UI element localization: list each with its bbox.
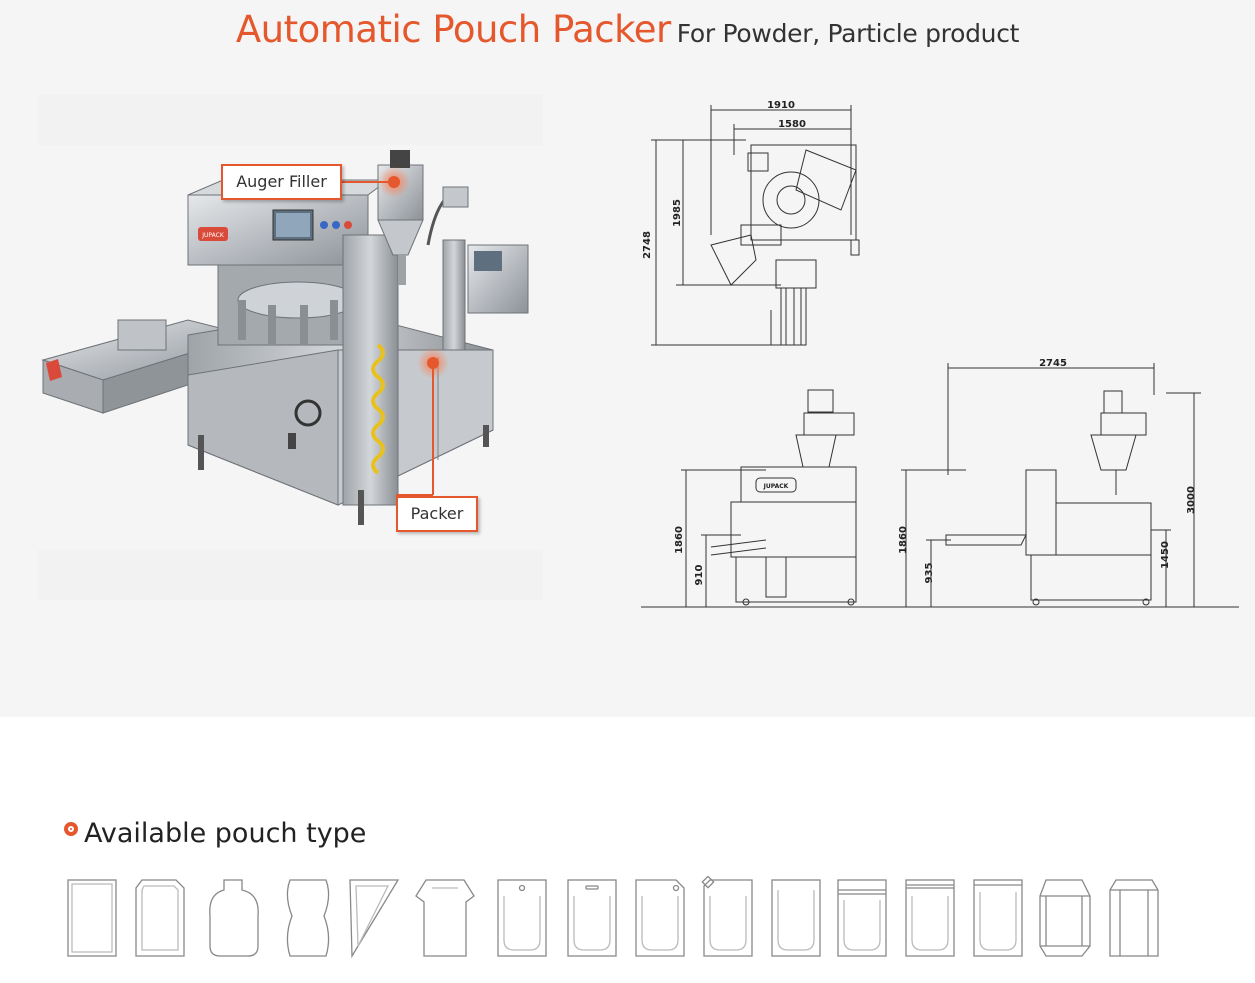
dim-top-depth-outer: 2748 [642,231,653,259]
pouch-hang-corner-icon [635,879,685,957]
pouch-shaped-bottle-icon [209,879,259,957]
dim-front-table: 910 [694,565,705,586]
callout-auger-filler-label: Auger Filler [236,172,327,191]
dim-side-length: 2745 [1039,358,1067,369]
pouch-flat-bottom-box-icon [1109,879,1159,957]
callout-packer-label: Packer [410,504,464,523]
dim-side-hopper: 1450 [1160,541,1171,569]
photo-brand-label: JUPACK [201,232,225,239]
pouch-zipper-rounded-icon [837,879,887,957]
pouch-triangle-icon [349,879,400,959]
dim-top-width-inner: 1580 [778,119,806,130]
pouch-flat-icon [67,879,117,957]
pouch-tshirt-icon [415,879,475,957]
pouch-zipper-rounded-2-icon [973,879,1023,957]
pouch-corner-spout-icon [701,876,753,957]
pouch-shaped-waist-icon [286,879,330,957]
pouch-euro-slot-rounded-icon [567,879,617,957]
technical-drawing: 1910 1580 2748 1985 1860 910 2745 3000 1… [641,100,1239,608]
pouch-rounded-bottom-icon [771,879,821,957]
pouch-section-heading: Available pouch type [64,818,366,849]
dim-top-depth-inner: 1985 [672,199,683,227]
pouch-section-title: Available pouch type [84,818,367,849]
dim-side-height: 1860 [898,526,909,554]
bullet-icon [64,821,78,836]
machine-photo: JUPACK [38,95,543,600]
pouch-zipper-top-rounded-icon [905,879,955,957]
callout-auger-filler: Auger Filler [221,164,342,200]
callout-packer: Packer [396,496,478,532]
dim-front-height: 1860 [674,526,685,554]
dim-top-width-outer: 1910 [767,100,795,111]
title-subtitle: For Powder, Particle product [676,19,1020,48]
dim-side-table: 935 [924,563,935,584]
drawing-brand-label: JUPACK [763,483,789,490]
dim-side-total: 3000 [1186,486,1197,514]
title-main: Automatic Pouch Packer [235,8,671,51]
pouch-hang-hole-rounded-icon [497,879,547,957]
pouch-box-3d-icon [1039,879,1091,957]
pouch-flat-cut-corner-icon [135,879,185,957]
pouch-type-row [67,876,1159,959]
